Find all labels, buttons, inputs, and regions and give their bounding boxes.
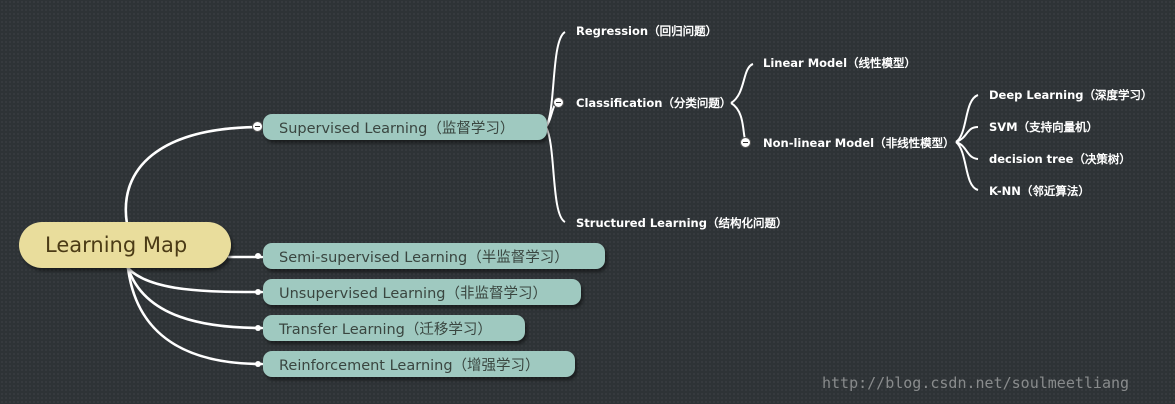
branch-semi-supervised[interactable]: Semi-supervised Learning（半监督学习） bbox=[263, 243, 605, 269]
collapse-classification-icon[interactable] bbox=[553, 97, 564, 108]
node-structured-learning[interactable]: Structured Learning（结构化问题） bbox=[576, 216, 788, 230]
collapse-supervised-icon[interactable] bbox=[252, 121, 263, 132]
branch-label: Unsupervised Learning（非监督学习） bbox=[279, 285, 547, 302]
root-node[interactable]: Learning Map bbox=[19, 222, 231, 268]
node-svm[interactable]: SVM（支持向量机） bbox=[989, 120, 1099, 134]
branch-reinforcement[interactable]: Reinforcement Learning（增强学习） bbox=[263, 351, 575, 377]
node-decision-tree[interactable]: decision tree（决策树） bbox=[989, 152, 1131, 166]
node-regression[interactable]: Regression（回归问题） bbox=[576, 24, 718, 38]
node-knn[interactable]: K-NN（邻近算法） bbox=[989, 184, 1090, 198]
root-label: Learning Map bbox=[45, 233, 188, 257]
node-linear-model[interactable]: Linear Model（线性模型） bbox=[763, 56, 917, 70]
node-deep-learning[interactable]: Deep Learning（深度学习） bbox=[989, 88, 1153, 102]
branch-label: Reinforcement Learning（增强学习） bbox=[279, 357, 540, 374]
node-nonlinear-model[interactable]: Non-linear Model（非线性模型） bbox=[763, 136, 955, 150]
branch-unsupervised[interactable]: Unsupervised Learning（非监督学习） bbox=[263, 279, 581, 305]
branch-transfer[interactable]: Transfer Learning（迁移学习） bbox=[263, 315, 525, 341]
node-classification[interactable]: Classification（分类问题） bbox=[576, 96, 732, 110]
branch-supervised[interactable]: Supervised Learning（监督学习） bbox=[263, 114, 547, 140]
branch-label: Semi-supervised Learning（半监督学习） bbox=[279, 249, 569, 266]
branch-label: Supervised Learning（监督学习） bbox=[279, 120, 515, 137]
watermark: http://blog.csdn.net/soulmeetliang bbox=[822, 374, 1130, 392]
collapse-nonlinear-icon[interactable] bbox=[740, 137, 751, 148]
branch-label: Transfer Learning（迁移学习） bbox=[279, 321, 492, 338]
